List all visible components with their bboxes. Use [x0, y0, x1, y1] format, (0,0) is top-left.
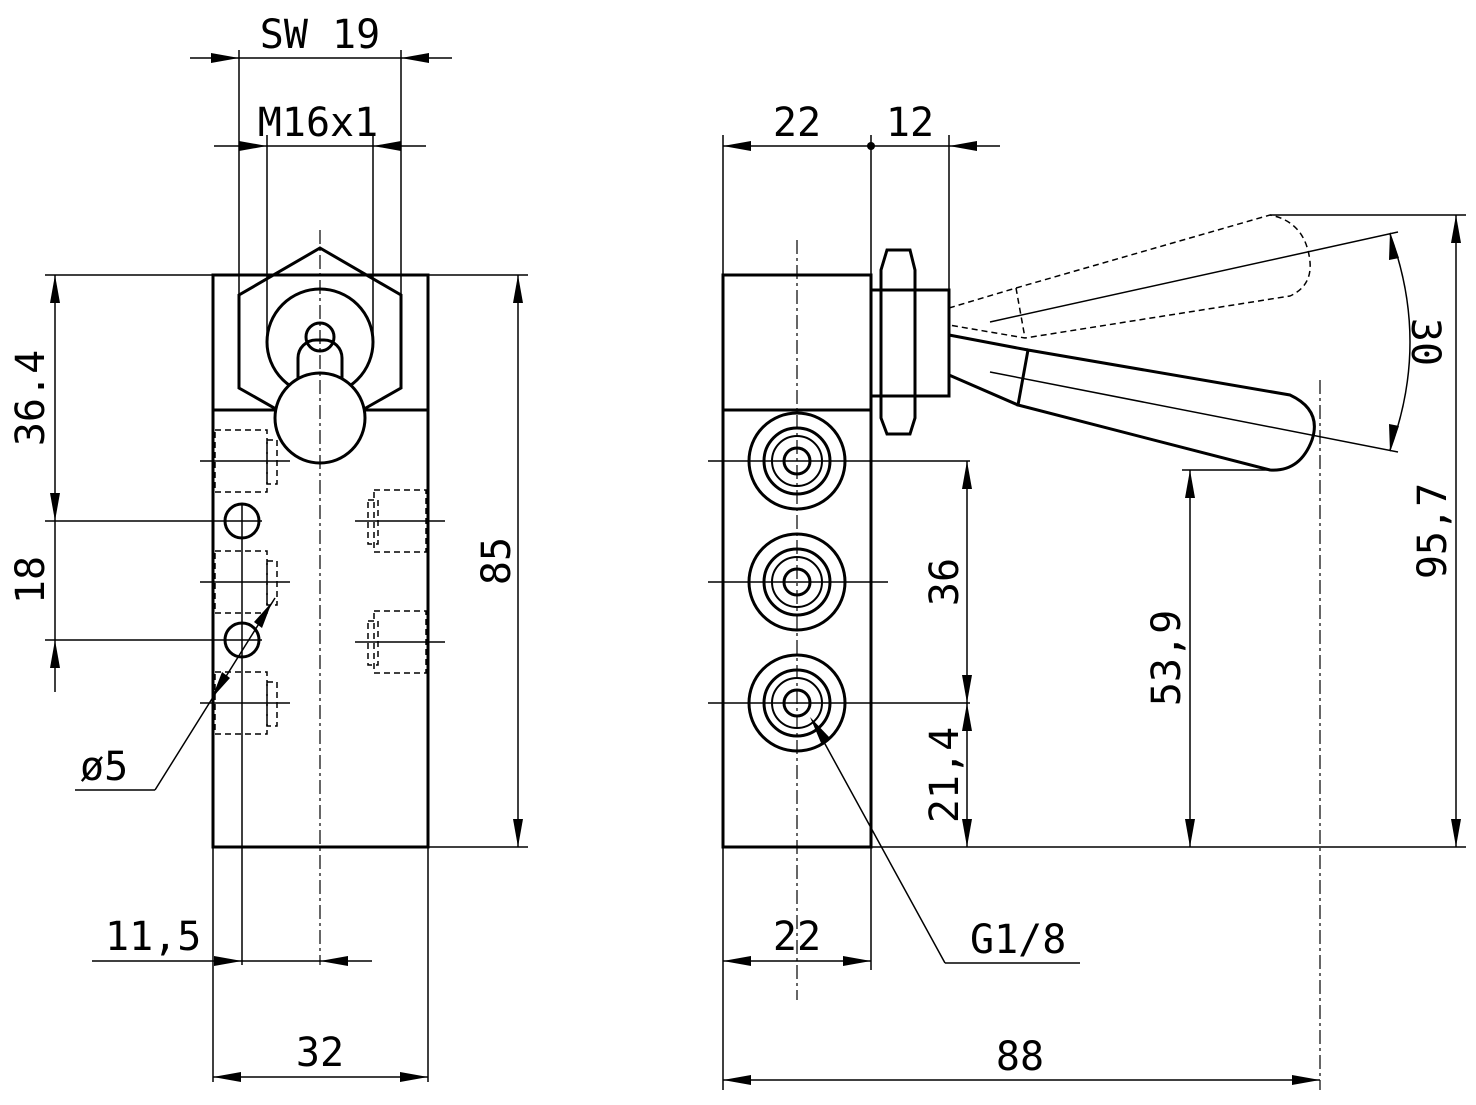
bushing-thread — [869, 288, 951, 398]
angle-axis-lower — [989, 371, 1399, 453]
hidden-ports-left — [200, 429, 290, 735]
angle-30-label: 30 — [1402, 318, 1448, 366]
angle-arc — [1389, 233, 1411, 451]
angle-axis-upper — [989, 231, 1399, 323]
dim-22-bottom-label: 22 — [773, 914, 821, 960]
lever-handle — [948, 333, 1316, 472]
lever-alt-position — [948, 214, 1311, 339]
dim-95-7-label: 95,7 — [1410, 483, 1456, 579]
port-thread-label: G1/8 — [970, 917, 1066, 963]
hole-diameter-label: ø5 — [80, 744, 128, 790]
sw19-label: SW 19 — [260, 12, 380, 58]
dim-21-4-label: 21,4 — [922, 727, 968, 823]
port-1 — [708, 411, 970, 511]
hidden-ports-right — [355, 489, 445, 674]
port-3 — [708, 653, 970, 753]
port-leader-line — [812, 721, 946, 964]
port-2 — [708, 532, 888, 632]
side-hex-nut — [879, 248, 917, 436]
dim-53-9-label: 53,9 — [1144, 610, 1190, 706]
dim-22-top-label: 22 — [773, 100, 821, 146]
dim-11-5-label: 11,5 — [105, 914, 201, 960]
side-view: 30 95,7 53,9 36 21,4 22 1 — [708, 100, 1466, 1090]
dim-88-label: 88 — [996, 1034, 1044, 1080]
lever-grip — [1016, 348, 1316, 472]
dim-36-label: 36 — [922, 558, 968, 606]
dim-32-label: 32 — [296, 1030, 344, 1076]
dim-36-4-label: 36.4 — [8, 350, 54, 446]
dim-dot — [867, 142, 875, 150]
m16-label: M16x1 — [258, 100, 378, 146]
dim-12-label: 12 — [886, 100, 934, 146]
front-view: SW 19 M16x1 36.4 18 85 ø5 — [8, 12, 528, 1082]
dim-85-label: 85 — [474, 537, 520, 585]
dim-18-label: 18 — [8, 556, 54, 604]
